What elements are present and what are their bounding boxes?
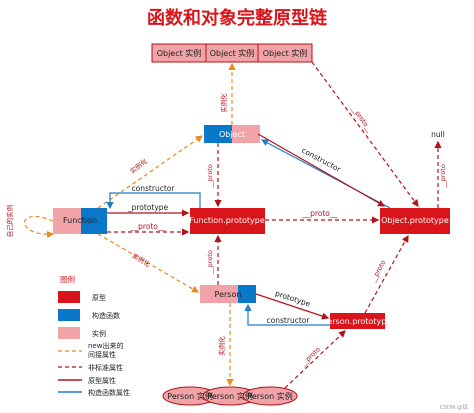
legend: 图例 原型 构造函数 实例 new出来的 间接属性 非标准属性 原型属性 构造函… xyxy=(58,274,130,397)
edge-label-person-instantiate: 实例化 xyxy=(217,336,226,356)
edge-label-function-instantiate-object: 实例化 xyxy=(128,156,149,175)
edge-function-self-loop xyxy=(24,215,55,239)
object-instance-label-1: Object 实例 xyxy=(157,48,202,58)
function-node: Function xyxy=(53,208,107,234)
person-instance-label-1: Person 实例 xyxy=(167,391,212,401)
edge-personproto-objproto xyxy=(364,234,409,314)
function-prototype-label: Function.prototype xyxy=(189,216,265,225)
legend-label-ctor-attr: 构造函数属性 xyxy=(88,388,130,397)
edge-person-prototype xyxy=(255,293,330,320)
person-prototype-label: Person.prototype xyxy=(323,317,391,326)
object-prototype-node: Object.prototype xyxy=(380,208,450,234)
function-label: Function xyxy=(63,216,97,225)
null-label: null xyxy=(431,130,445,139)
person-prototype-node: Person.prototype xyxy=(323,313,391,329)
legend-label-instance: 实例 xyxy=(92,329,106,338)
edge-label-object-instance-proto: __proto__ xyxy=(349,103,374,134)
edge-label-function-instantiate-person: 实例化 xyxy=(131,251,153,269)
legend-heading: 图例 xyxy=(60,274,75,284)
edge-personproto-constructor xyxy=(244,303,330,326)
person-instance-label-3: Person 实例 xyxy=(247,391,292,401)
edge-function-instantiate-person xyxy=(97,233,200,293)
legend-label-nonstandard: 非标准属性 xyxy=(88,363,123,372)
legend-label-proto-attr: 原型属性 xyxy=(88,376,116,385)
diagram-title: 函数和对象完整原型链 xyxy=(147,7,328,29)
object-instance-row: Object 实例 Object 实例 Object 实例 xyxy=(151,43,313,63)
edge-label-fnproto-objproto: __proto__ xyxy=(302,209,338,218)
edge-label-function-self: 自己的实例 xyxy=(5,205,14,238)
person-instance-label-2: Person 实例 xyxy=(207,391,252,401)
edge-function-instantiate-object xyxy=(97,135,203,209)
edge-personinst-proto xyxy=(284,330,346,389)
legend-swatch-constructor xyxy=(58,309,80,321)
edge-object-instance-proto xyxy=(311,61,419,207)
function-prototype-node: Function.prototype xyxy=(189,208,265,234)
legend-label-constructor: 构造函数 xyxy=(92,311,120,320)
legend-label-new-2: 间接属性 xyxy=(88,350,116,359)
edge-label-personproto-constructor: constructor xyxy=(267,316,311,325)
object-instance-label-2: Object 实例 xyxy=(210,48,255,58)
edge-label-person-proto-fnproto: __proto xyxy=(206,250,214,275)
watermark: CSDN @钛 xyxy=(440,403,469,411)
edge-label-function-prototype: _prototype xyxy=(127,203,169,212)
object-label: Object xyxy=(219,130,245,139)
object-node: Object xyxy=(204,125,260,143)
legend-swatch-prototype xyxy=(58,291,80,303)
person-label: Person xyxy=(215,290,242,299)
legend-swatch-instance xyxy=(58,327,80,339)
edge-label-personproto-objproto: __proto xyxy=(369,259,388,285)
person-node: Person xyxy=(200,285,256,303)
object-instance-label-3: Object 实例 xyxy=(263,48,308,58)
legend-label-new: new出来的 xyxy=(88,341,123,350)
object-prototype-label: Object.prototype xyxy=(381,216,449,225)
edge-label-objectproto-null: __proto xyxy=(439,164,447,189)
edge-object-prototype xyxy=(257,133,386,207)
legend-label-prototype: 原型 xyxy=(92,293,106,302)
edge-label-object-instantiate: 实例化 xyxy=(219,93,228,113)
edge-label-fnproto-constructor: constructor xyxy=(132,184,176,193)
edge-label-object-proto-fnproto: __proto xyxy=(206,164,214,189)
person-instance-row: Person 实例 Person 实例 Person 实例 xyxy=(162,386,298,406)
edge-fnproto-constructor xyxy=(106,192,201,210)
edge-label-person-prototype: prototype xyxy=(274,289,312,309)
edge-label-function-proto: __proto__ xyxy=(130,222,166,231)
